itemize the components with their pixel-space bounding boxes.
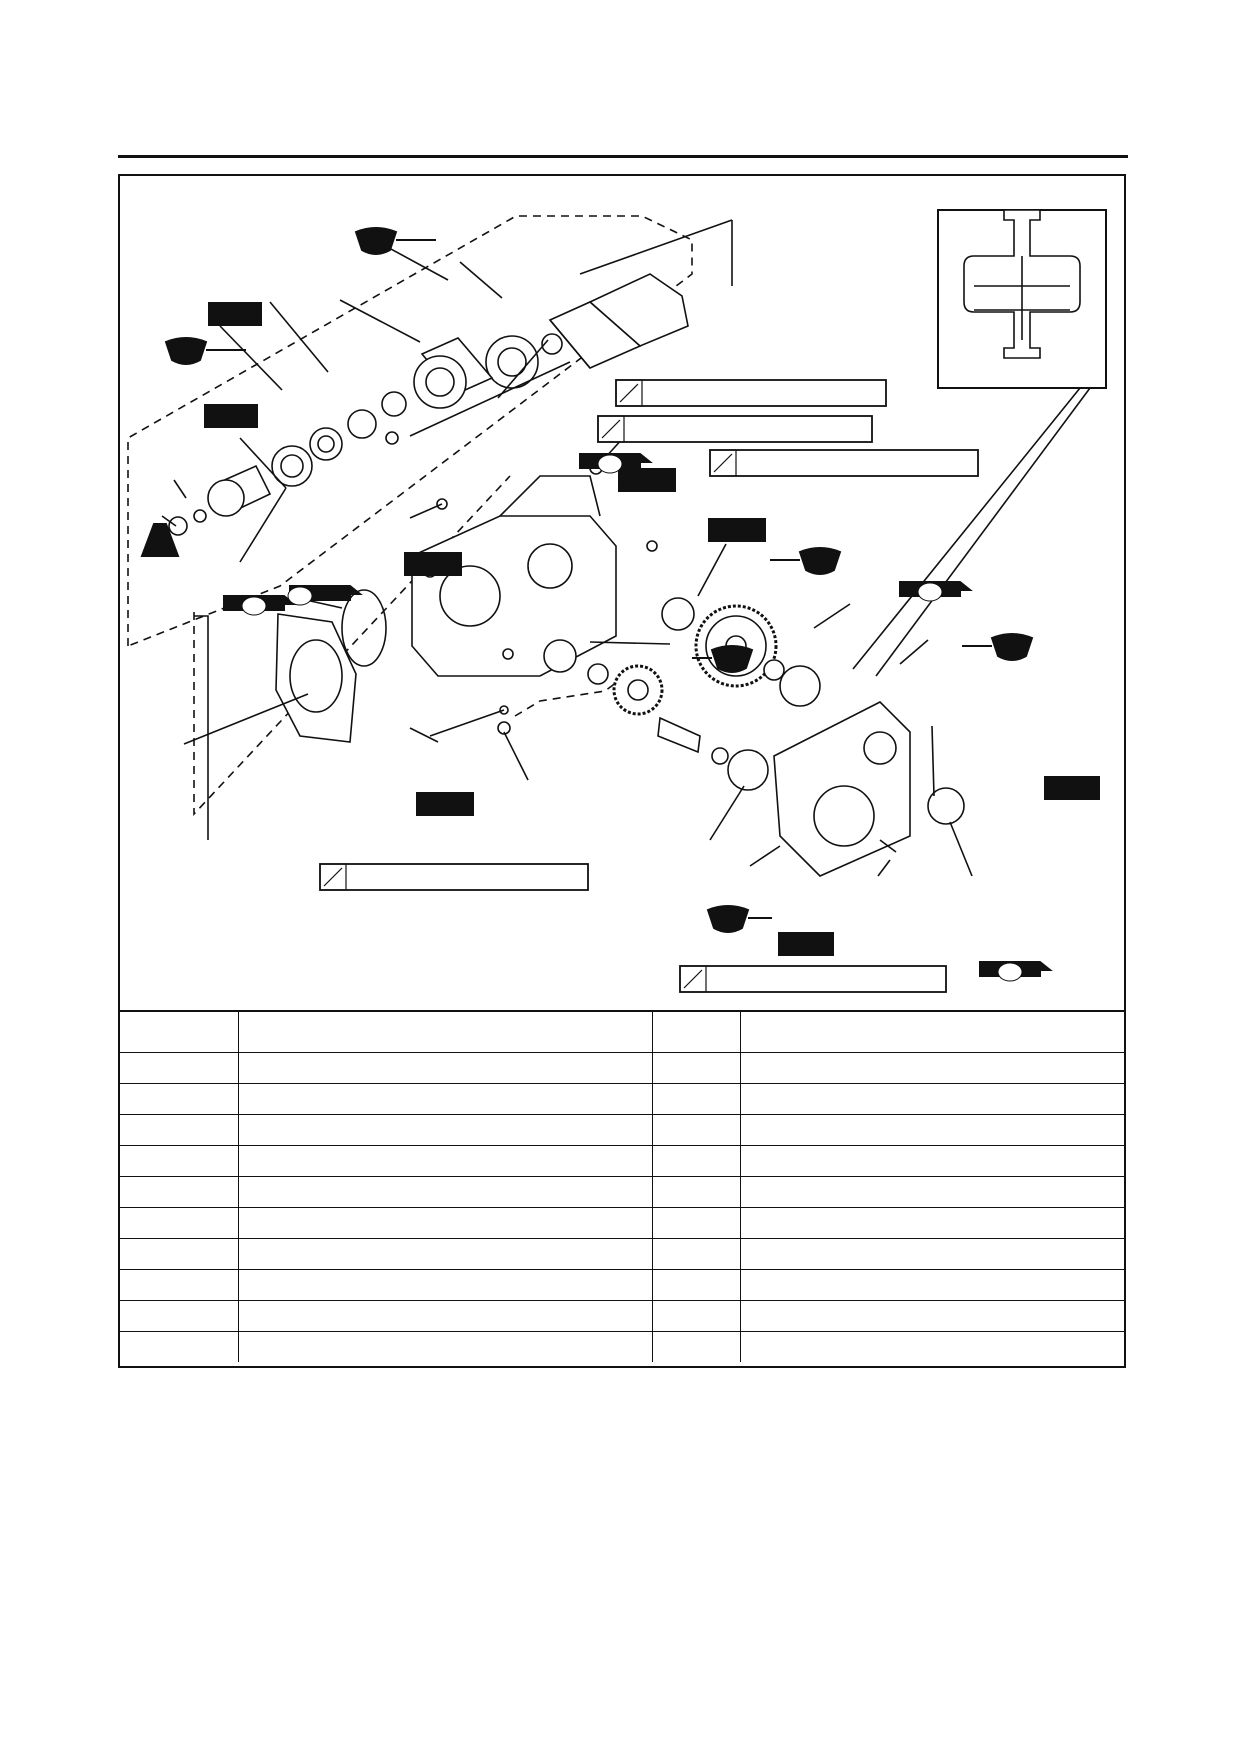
- torque-spec-box: [709, 449, 979, 477]
- table-row: [120, 1207, 1124, 1239]
- washer: [587, 663, 609, 685]
- table-row: [120, 1269, 1124, 1301]
- table-row: [120, 1052, 1124, 1084]
- table-row: [120, 1083, 1124, 1115]
- bearing-housing: [413, 337, 494, 409]
- table-row: [120, 1300, 1124, 1332]
- wrench-icon: [709, 449, 737, 477]
- bolt: [879, 839, 897, 853]
- pinion-shaft: [657, 716, 701, 754]
- label-tag: [204, 404, 258, 428]
- header-rule: [118, 155, 1128, 158]
- case-cover-gasket: [275, 613, 357, 743]
- wrench-icon: [679, 965, 707, 993]
- bearing: [309, 427, 343, 461]
- table-row: [120, 1238, 1124, 1270]
- bearing: [543, 639, 577, 673]
- dowel-pin: [646, 540, 658, 552]
- bearing: [779, 665, 821, 707]
- universal-joint-yoke: [207, 464, 272, 517]
- dowel-pin: [502, 648, 514, 660]
- assembly-guide-line: [579, 219, 733, 275]
- label-tag: [618, 468, 676, 492]
- table-row: [120, 1176, 1124, 1208]
- grease-icon: [354, 227, 398, 255]
- transmission-right-cover: [773, 701, 911, 877]
- o-ring: [341, 589, 387, 667]
- inset-gear-section: [963, 209, 1081, 359]
- bearing: [347, 409, 377, 439]
- grease-icon: [990, 633, 1034, 661]
- bearing: [727, 749, 769, 791]
- grease-icon: [164, 337, 208, 365]
- table-row: [120, 1145, 1124, 1177]
- dashed-shaft-axis: [514, 675, 626, 717]
- label-tag: [778, 932, 834, 956]
- bearing: [661, 597, 695, 631]
- bolt: [385, 431, 399, 445]
- shim: [381, 391, 407, 417]
- torque-spec-box: [679, 965, 947, 993]
- oil-seal: [927, 787, 965, 825]
- wrench-icon: [597, 415, 625, 443]
- driven-gear: [612, 664, 664, 716]
- oil-seal: [271, 445, 313, 487]
- washer: [763, 659, 785, 681]
- washer: [711, 747, 729, 765]
- table-row: [120, 1114, 1124, 1146]
- transmission-case: [411, 475, 617, 677]
- exploded-view-frame: [118, 174, 1126, 1368]
- label-tag: [208, 302, 262, 326]
- inset-leader: [875, 387, 1091, 677]
- inset-leader: [852, 387, 1081, 670]
- parts-table: [120, 1010, 1124, 1362]
- torque-spec-box: [597, 415, 873, 443]
- grease-icon: [710, 645, 754, 673]
- nut: [168, 516, 188, 536]
- wrench-icon: [615, 379, 643, 407]
- exploded-view-diagram: [127, 209, 1107, 993]
- label-tag: [1044, 776, 1100, 800]
- dashed-assembly-outline: [127, 215, 693, 647]
- torque-spec-box: [615, 379, 887, 407]
- washer: [193, 509, 207, 523]
- torque-spec-box: [319, 863, 589, 891]
- table-row: [120, 1331, 1124, 1362]
- table-header-row: [120, 1010, 1124, 1053]
- label-tag: [416, 792, 474, 816]
- label-tag: [404, 552, 462, 576]
- grease-icon: [706, 905, 750, 933]
- drain-plug: [497, 721, 511, 735]
- grease-icon: [798, 547, 842, 575]
- locking-agent-icon: [140, 523, 180, 557]
- dashed-shaft-axis: [193, 475, 511, 817]
- label-tag: [708, 518, 766, 542]
- wrench-icon: [319, 863, 347, 891]
- ring-gear-shaft: [541, 273, 689, 369]
